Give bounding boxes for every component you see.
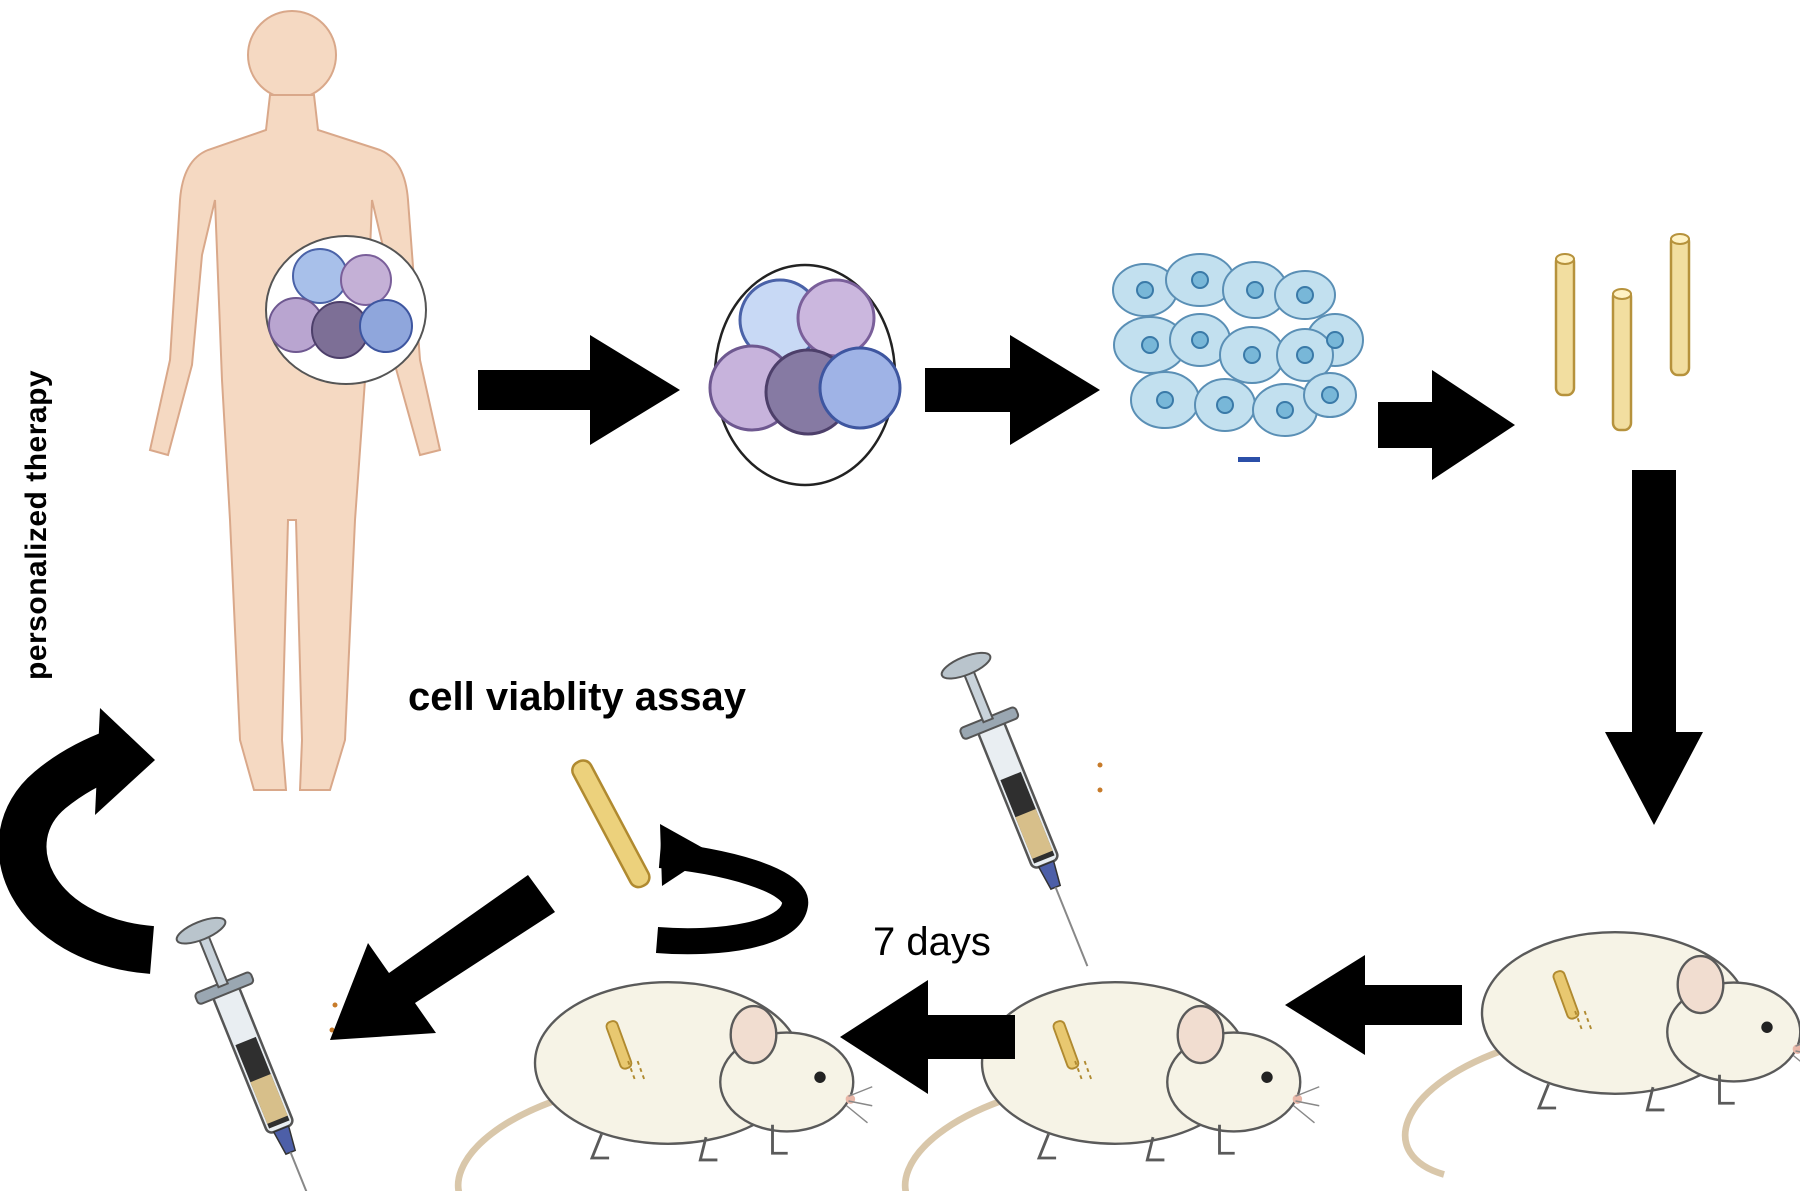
arrow-right-2 [925,335,1100,445]
cell-viability-assay-label: cell viablity assay [408,675,747,719]
arrow-left-2 [840,980,1015,1094]
arrow-down [1605,470,1703,825]
seven-days-label: 7 days [873,920,991,964]
mouse-icon [905,982,1319,1191]
arrow-right-3 [1378,370,1515,480]
rotate-arrow-icon [655,824,808,955]
mouse-icon [1405,932,1800,1174]
arrow-diagonal [330,875,555,1040]
mouse-icon [458,982,872,1191]
tumor-cells-icon [708,263,902,487]
implant-rod-icon [571,759,651,889]
arrow-right-1 [478,335,680,445]
personalized-therapy-label: personalized therapy [20,369,53,680]
syringe-icon [168,909,352,1196]
arrow-left-1 [1285,955,1462,1055]
human-body-icon [148,10,442,791]
cultured-cells-icon [1112,253,1364,462]
scaffold-rods-icon [1554,232,1691,432]
return-arrow-icon [0,708,155,974]
